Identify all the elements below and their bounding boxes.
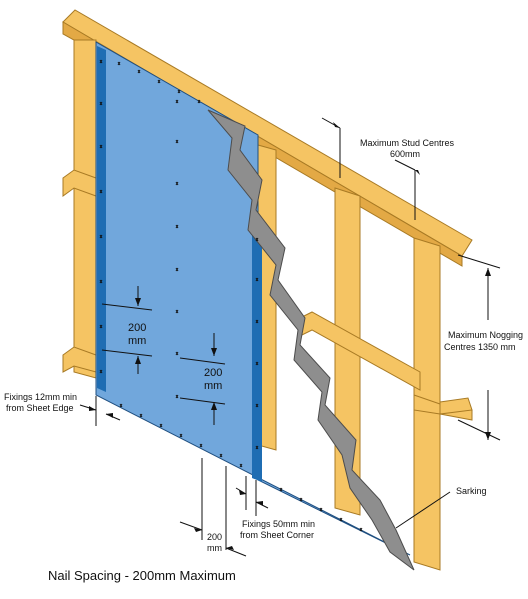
dim-200a-ext-bottom: [101, 349, 153, 357]
dim-200b-ext-top: [179, 357, 226, 365]
label-sarking: Sarking: [456, 486, 487, 496]
label-spacing-c-value: 200: [207, 532, 222, 542]
dim-200c-arrow-right: [225, 547, 247, 557]
label-spacing-b-value: 200: [204, 367, 222, 379]
diagram-caption: Nail Spacing - 200mm Maximum: [48, 568, 236, 583]
label-spacing-a-unit: mm: [128, 335, 146, 347]
dim-200b-ext-bottom: [179, 397, 226, 405]
label-fixings-edge-line2: from Sheet Edge: [6, 403, 74, 413]
sarking-leader: [395, 491, 451, 529]
sarking-membrane: [207, 109, 415, 571]
label-spacing-a-value: 200: [128, 322, 146, 334]
nail-markers: [99, 59, 363, 532]
label-stud-centres-line2: 600mm: [390, 149, 420, 159]
dim-fix-corner-arrow-a: [235, 487, 247, 495]
dim-200c-arrow-left: [179, 521, 203, 531]
sheet-strip-left: [97, 46, 106, 392]
nail-column-centre: [175, 99, 179, 399]
dim-nogging-ext-top: [457, 254, 501, 269]
label-spacing-c-unit: mm: [207, 543, 222, 553]
nail-row-bottom: [119, 403, 363, 532]
label-nogging-line2: Centres 1350 mm: [444, 342, 516, 352]
label-spacing-b-unit: mm: [204, 380, 222, 392]
dim-200a-ext-top: [101, 303, 153, 311]
label-fixings-corner-line2: from Sheet Corner: [240, 530, 314, 540]
sheet-strip-mid: [252, 222, 262, 482]
label-fixings-corner-line1: Fixings 50mm min: [242, 519, 315, 529]
arrowheads: [89, 122, 491, 550]
nail-column-left: [99, 59, 103, 374]
dim-nogging-ext-bottom: [457, 419, 501, 441]
dim-stud-centres-arrow-b: [394, 159, 416, 171]
nail-column-stud: [255, 237, 259, 450]
nail-row-top: [117, 61, 201, 104]
label-nogging-line1: Maximum Nogging: [448, 330, 523, 340]
label-fixings-edge-line1: Fixings 12mm min: [4, 392, 77, 402]
label-stud-centres-line1: Maximum Stud Centres: [360, 138, 455, 148]
stud-left: [73, 39, 97, 379]
nogging-right-face: [439, 397, 473, 415]
